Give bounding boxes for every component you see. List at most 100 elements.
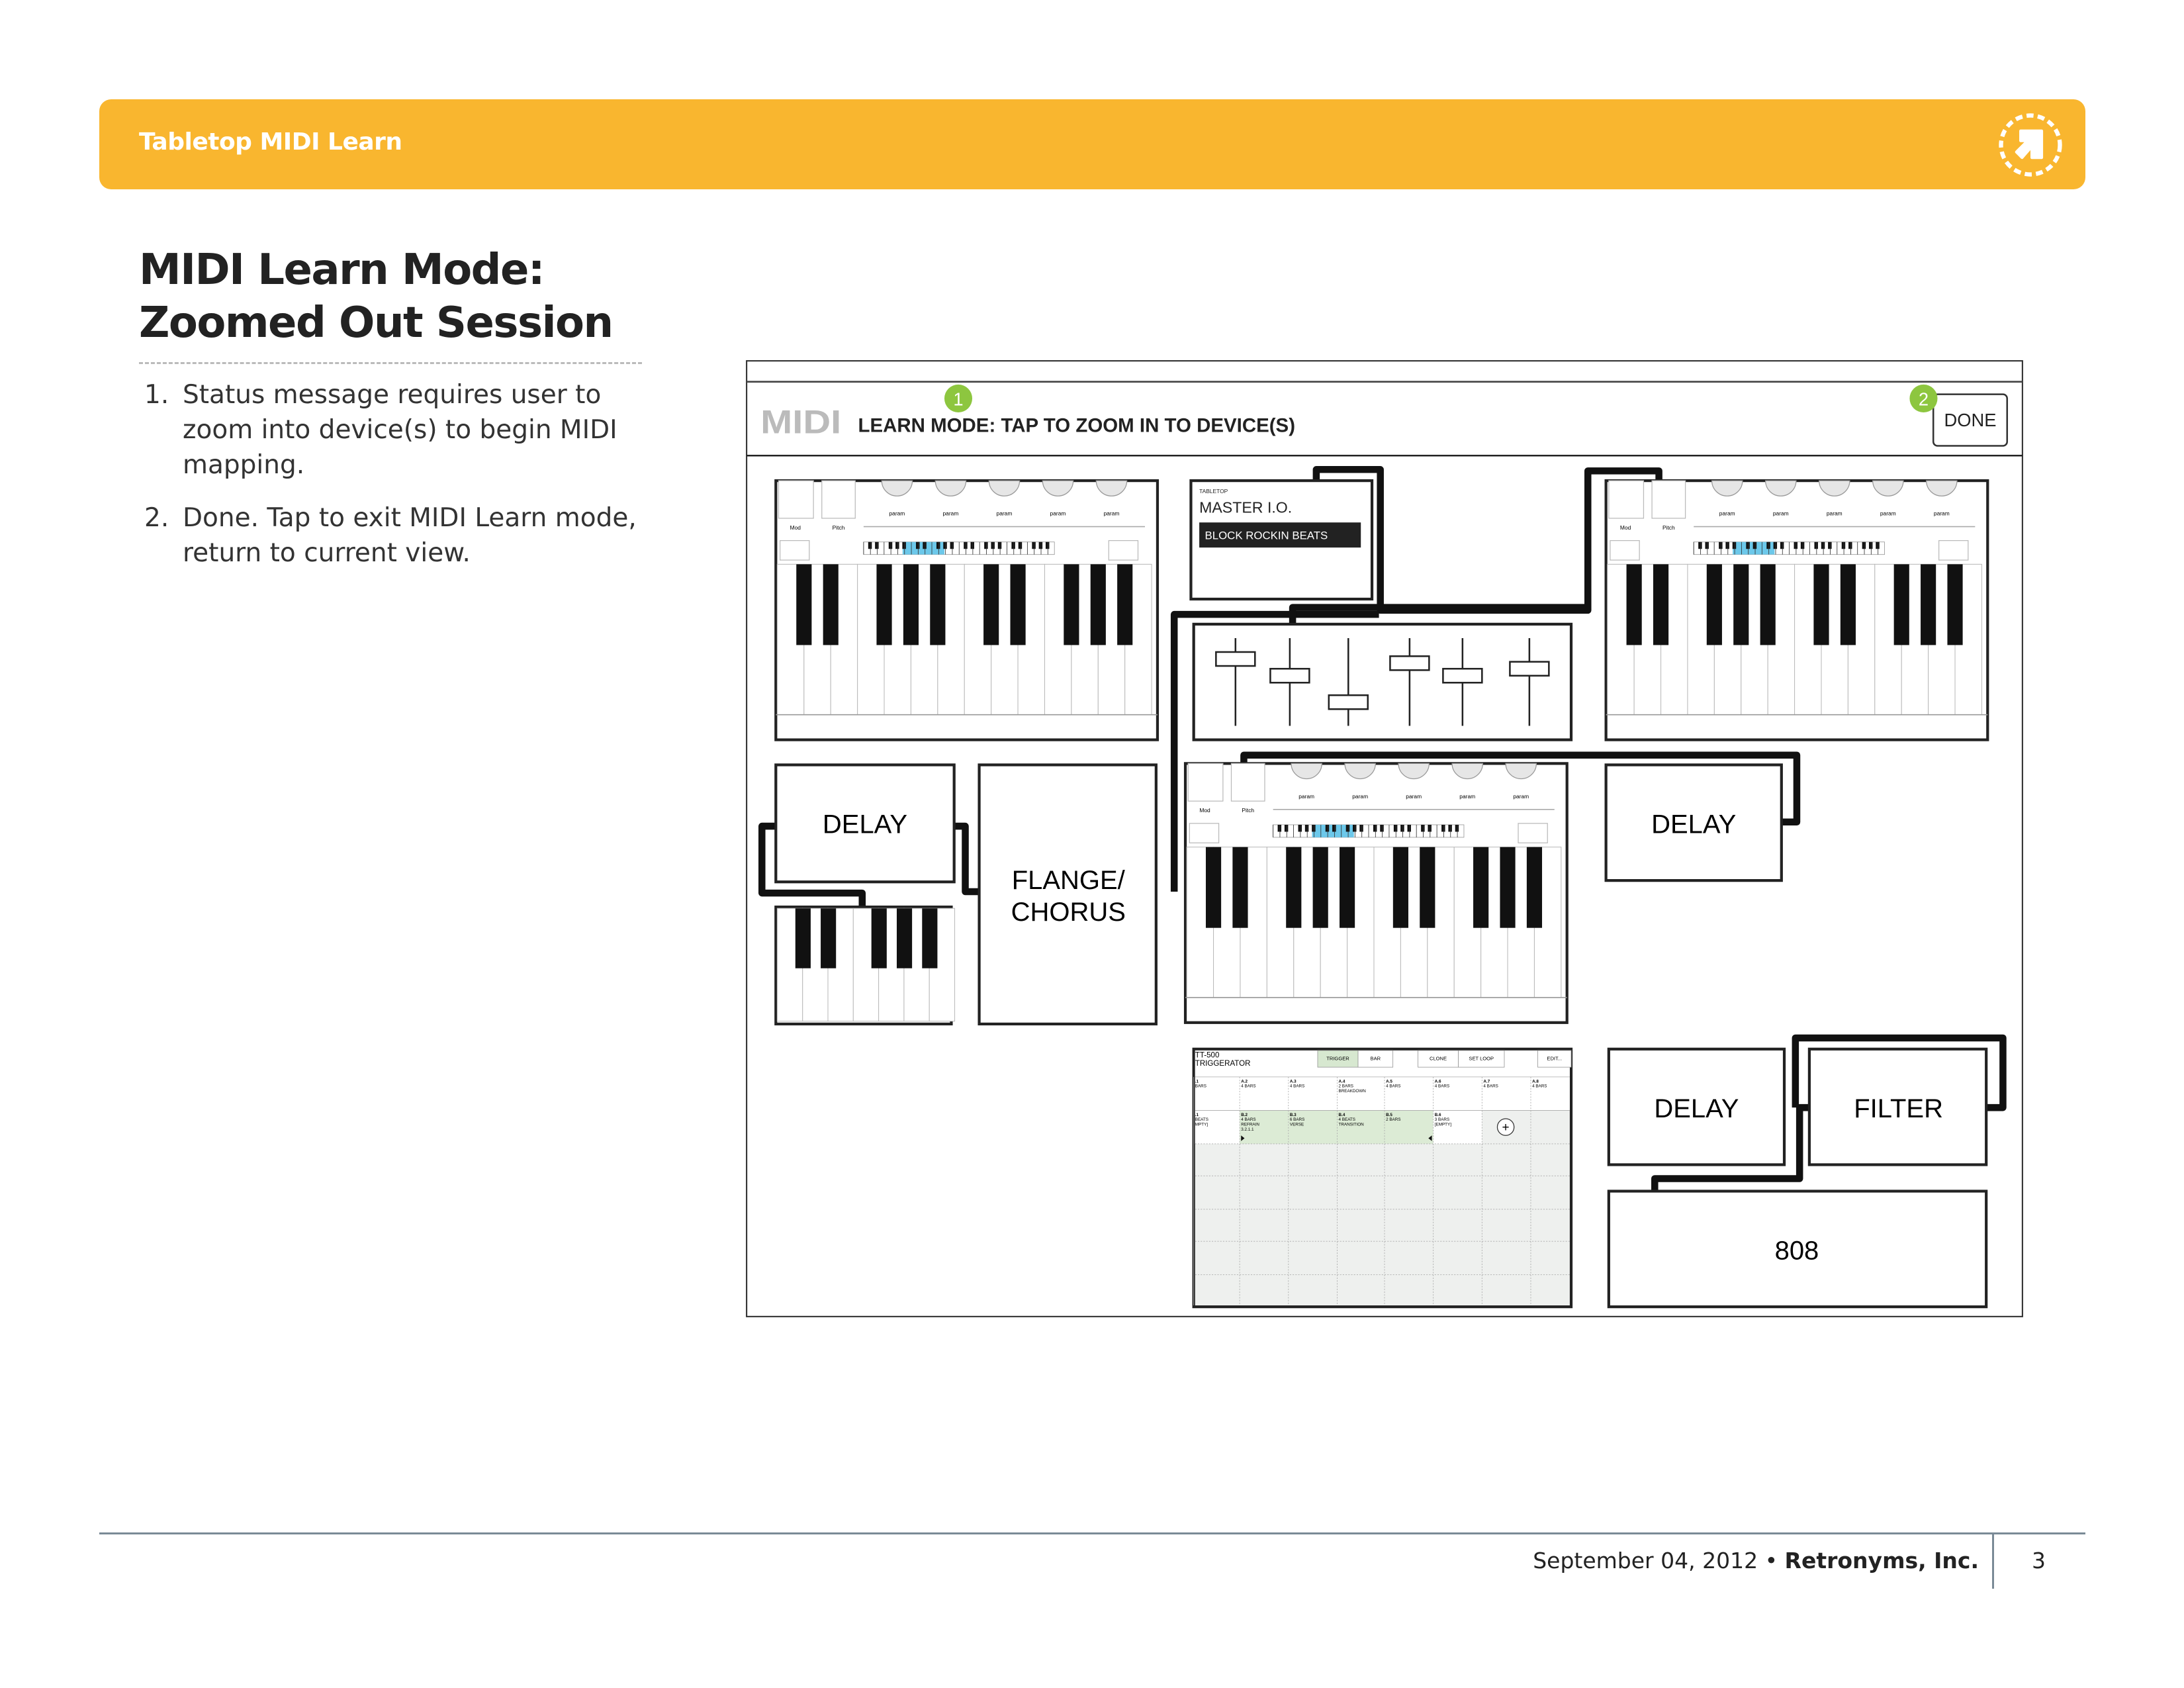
master-brand: TABLETOP bbox=[1199, 488, 1228, 494]
knob-icon bbox=[1398, 763, 1430, 780]
delay-device[interactable]: DELAY bbox=[1604, 763, 1783, 882]
clip-name: VERSE bbox=[1290, 1123, 1304, 1127]
delay-label: DELAY bbox=[1651, 810, 1736, 839]
fader-handle[interactable] bbox=[1215, 651, 1256, 667]
footer-info: September 04, 2012 • Retronyms, Inc. bbox=[1533, 1548, 1979, 1573]
trig-button[interactable] bbox=[1458, 1050, 1505, 1068]
midi-logo: MIDI bbox=[760, 403, 841, 441]
octave-down-button bbox=[779, 539, 810, 561]
param-label: param bbox=[1352, 793, 1368, 800]
clip-name: TRANSITION bbox=[1339, 1123, 1365, 1127]
mini-black-key bbox=[888, 541, 893, 549]
master-title: MASTER I.O. bbox=[1199, 499, 1292, 516]
param-label: param bbox=[1104, 510, 1120, 517]
pitch-label: Pitch bbox=[833, 524, 845, 531]
mini-black-key bbox=[916, 541, 920, 549]
mini-black-key bbox=[1312, 824, 1316, 832]
delay-device[interactable]: DELAY bbox=[774, 763, 956, 884]
master-io-device[interactable]: TABLETOP MASTER I.O. BLOCK ROCKIN BEATS bbox=[1189, 479, 1374, 601]
clip-length: 4 BARS bbox=[1483, 1084, 1498, 1089]
mini-black-key bbox=[1032, 541, 1036, 549]
note-text: Status message requires user to zoom int… bbox=[183, 380, 617, 480]
mini-black-key bbox=[1705, 541, 1709, 549]
param-label: param bbox=[1880, 510, 1896, 517]
fader-handle[interactable] bbox=[1442, 667, 1483, 684]
mini-black-key bbox=[1766, 541, 1770, 549]
clip-position: 3.2.1.1 bbox=[1241, 1127, 1254, 1132]
add-clip-button[interactable] bbox=[1496, 1118, 1515, 1136]
black-key bbox=[1526, 847, 1543, 928]
cell-bg bbox=[1195, 1110, 1240, 1144]
mini-black-key bbox=[1725, 541, 1729, 549]
fader-handle[interactable] bbox=[1389, 655, 1430, 671]
mini-black-key bbox=[1304, 824, 1309, 832]
active-cell bbox=[1385, 1110, 1433, 1144]
octave-up-button bbox=[1518, 823, 1548, 843]
trig-button[interactable] bbox=[1418, 1050, 1459, 1068]
trig-button-label: EDIT... bbox=[1547, 1056, 1562, 1062]
black-key bbox=[1090, 564, 1106, 645]
flange-chorus-device[interactable]: FLANGE/CHORUS bbox=[978, 763, 1158, 1026]
callout-badge-1: 1 bbox=[944, 384, 973, 412]
mini-black-key bbox=[1325, 824, 1330, 832]
mini-black-key bbox=[1038, 541, 1043, 549]
mini-black-key bbox=[1407, 824, 1411, 832]
black-key bbox=[871, 908, 887, 968]
mini-black-key bbox=[1441, 824, 1445, 832]
badge-number: 2 bbox=[1919, 389, 1929, 409]
trig-button[interactable] bbox=[1537, 1050, 1572, 1068]
patch-cables[interactable] bbox=[758, 466, 2007, 1192]
mini-black-key bbox=[1752, 541, 1757, 549]
mini-black-key bbox=[964, 541, 968, 549]
mini-black-key bbox=[936, 541, 940, 549]
delay-device[interactable]: DELAY bbox=[1607, 1047, 1786, 1166]
trig-button[interactable] bbox=[1357, 1050, 1394, 1068]
row-a-bg bbox=[1195, 1076, 1570, 1111]
mini-black-key bbox=[1828, 541, 1832, 549]
done-button[interactable]: DONE bbox=[1932, 393, 2009, 447]
black-key bbox=[1232, 847, 1248, 928]
fader-handle[interactable] bbox=[1269, 667, 1310, 684]
fader-handle[interactable] bbox=[1328, 694, 1369, 710]
clip-id: A.8 bbox=[1532, 1079, 1539, 1084]
drum-808-device[interactable]: 808 bbox=[1607, 1190, 1988, 1309]
fader-handle[interactable] bbox=[1509, 661, 1550, 677]
black-key bbox=[1117, 564, 1133, 645]
clip-length: 2 BARS bbox=[1339, 1084, 1353, 1089]
pitch-wheel bbox=[1230, 763, 1265, 802]
trig-title: TRIGGERATOR bbox=[1195, 1060, 1251, 1068]
black-key bbox=[1420, 847, 1435, 928]
pitch-label: Pitch bbox=[1662, 524, 1675, 531]
mini-black-key bbox=[1353, 824, 1357, 832]
pitch-wheel bbox=[1651, 480, 1686, 519]
mini-black-key bbox=[1359, 824, 1363, 832]
param-label: param bbox=[1934, 510, 1950, 517]
clip-length: BARS bbox=[1195, 1084, 1206, 1089]
knob-icon bbox=[988, 480, 1021, 496]
badge-number: 1 bbox=[953, 389, 963, 409]
black-key bbox=[1813, 564, 1829, 645]
black-key bbox=[1760, 564, 1776, 645]
knob-icon bbox=[1095, 480, 1128, 496]
trig-model: TT-500 bbox=[1195, 1051, 1220, 1059]
mini-black-key bbox=[1421, 824, 1425, 832]
mini-black-key bbox=[984, 541, 988, 549]
retronyms-logo-icon bbox=[1999, 113, 2062, 177]
mod-wheel bbox=[1608, 480, 1645, 519]
black-key bbox=[1064, 564, 1079, 645]
filter-device[interactable]: FILTER bbox=[1807, 1047, 1988, 1166]
mixer-device[interactable] bbox=[1192, 622, 1573, 741]
black-key bbox=[876, 564, 892, 645]
mini-black-key bbox=[1876, 541, 1880, 549]
mini-black-key bbox=[895, 541, 899, 549]
mini-black-key bbox=[1045, 541, 1050, 549]
trig-button[interactable] bbox=[1317, 1050, 1359, 1068]
mini-keys-device[interactable] bbox=[774, 906, 956, 1026]
clip-id: A.5 bbox=[1386, 1079, 1392, 1084]
footer-divider bbox=[1992, 1533, 1994, 1589]
footer-bullet: • bbox=[1764, 1548, 1778, 1573]
